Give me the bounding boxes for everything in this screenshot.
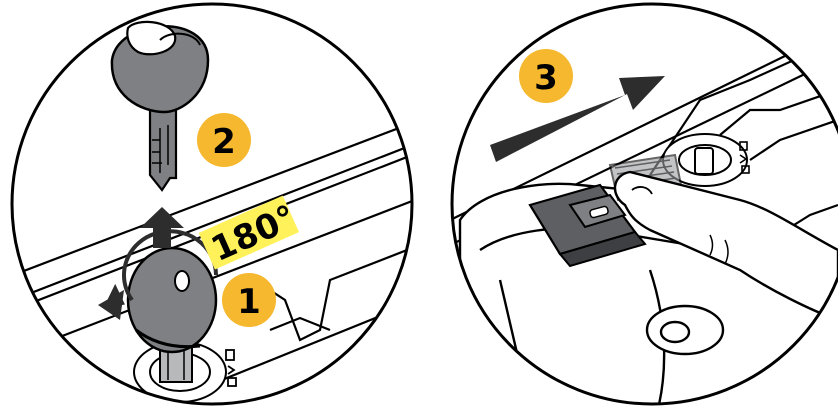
- inserted-key-icon: [126, 246, 218, 383]
- step-2-number: 2: [212, 122, 236, 162]
- slide-latch-illustration: 3: [450, 2, 838, 406]
- step-3-number: 3: [534, 58, 558, 98]
- remove-key-illustration: 180° 2 1: [10, 2, 414, 406]
- finger-icon: [613, 170, 838, 322]
- step-1-badge: 1: [222, 273, 276, 327]
- step-2-badge: 2: [197, 113, 251, 167]
- key-icon: [110, 20, 210, 192]
- step-1-number: 1: [237, 282, 261, 322]
- lock-cylinder: [662, 133, 748, 187]
- step-3-badge: 3: [519, 49, 573, 103]
- lock-symbol-icon: [225, 349, 237, 387]
- step-panel-slide-latch: 3: [420, 0, 838, 409]
- lock-symbol-icon: [739, 141, 750, 174]
- lock-scene: 180°: [12, 20, 412, 404]
- up-arrow-icon: [140, 207, 184, 248]
- step-panel-remove-key: 180° 2 1: [10, 2, 414, 406]
- slide-arrow-icon: [490, 76, 665, 162]
- panel-border-right: [450, 2, 838, 406]
- panel-border-left: [10, 2, 414, 406]
- latch-scene: [452, 29, 838, 404]
